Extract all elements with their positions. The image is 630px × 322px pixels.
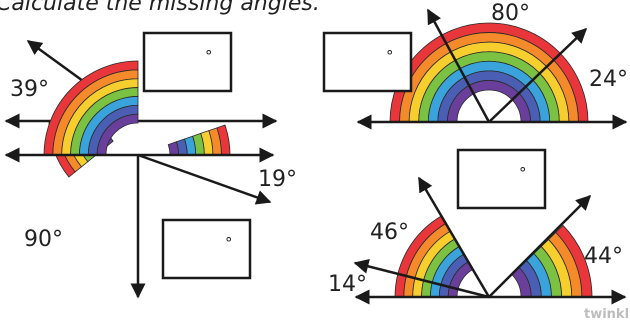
rainbow-arc	[167, 124, 231, 156]
rainbow-arc	[43, 60, 139, 156]
angle-label: 44°	[584, 244, 623, 269]
angle-label: 19°	[258, 167, 297, 192]
angle-label: 14°	[328, 272, 367, 297]
problem-bottom-left: 19° 90° °	[4, 60, 297, 299]
angle-ray	[137, 153, 272, 205]
rainbow-band	[167, 141, 179, 156]
answer-box[interactable]	[161, 218, 252, 280]
angle-label: 90°	[24, 227, 63, 252]
degree-symbol: °	[386, 47, 394, 65]
problem-top-right: 80° 24° °	[322, 1, 628, 130]
instruction-title: Calculate the missing angles.	[0, 0, 320, 16]
degree-symbol: °	[205, 47, 213, 65]
angle-label: 39°	[10, 77, 49, 102]
degree-symbol: °	[519, 164, 527, 182]
angle-label: 24°	[589, 67, 628, 92]
angle-label: 46°	[370, 220, 409, 245]
angle-ray	[353, 259, 490, 299]
answer-box[interactable]	[456, 148, 547, 210]
angle-ray	[488, 194, 592, 298]
degree-symbol: °	[225, 234, 233, 252]
answer-box[interactable]	[142, 31, 233, 93]
problem-bottom-right: 46° 14° 44° °	[328, 148, 627, 305]
angle-label: 80°	[491, 1, 530, 26]
angle-ray	[417, 176, 491, 298]
angle-ray	[488, 27, 588, 123]
rainbow-arc	[511, 224, 593, 298]
angle-ray	[426, 8, 491, 123]
rainbow-arc	[389, 22, 589, 123]
watermark: twinkl.co	[584, 307, 630, 322]
answer-box[interactable]	[322, 31, 413, 93]
